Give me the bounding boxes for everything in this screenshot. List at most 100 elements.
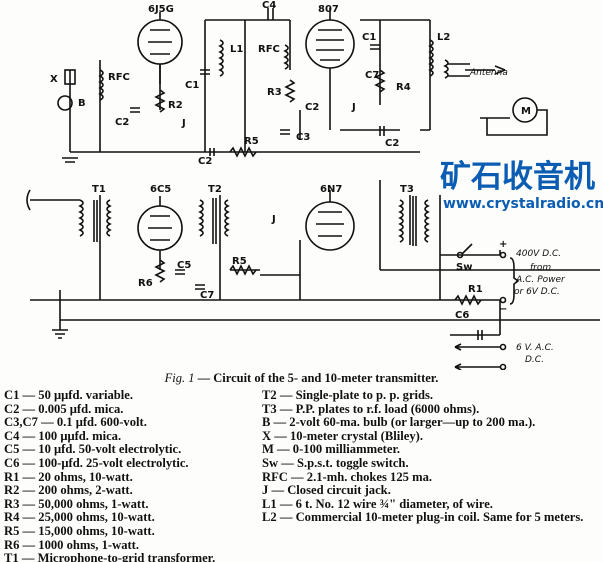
transformer-t1 [78,199,112,242]
label-c5: C5 [177,260,191,271]
watermark: 矿石收音机 www.crystalradio.cn [440,160,603,219]
label-j: J [351,102,356,113]
label-r5: R5 [232,256,247,267]
label-c2: C2 [198,156,212,167]
terminal-plus [499,251,507,259]
part-item: B — 2-volt 60-ma. bulb (or larger—up to … [262,415,536,430]
brace [509,257,520,305]
tube-label: 6J5G [148,4,174,15]
tube-6c5: 6C5 [137,184,183,270]
part-item: L2 — Commercial 10-meter plug-in coil. S… [262,510,584,525]
label-l1: L1 [230,44,243,55]
part-item: R2 — 200 ohms, 2-watt. [4,483,133,498]
coil-l2 [428,39,434,77]
supply-note: from [530,263,551,273]
part-item: T2 — Single-plate to p. p. grids. [262,388,434,402]
filament-note: D.C. [525,355,544,365]
wiring [30,19,600,336]
coil-l1 [218,39,224,77]
part-item: R6 — 1000 ohms, 1-watt. [4,537,140,552]
tube-6n7: 6N7 [305,184,355,251]
label-c2: C2 [305,102,319,113]
part-item: R5 — 15,000 ohms, 10-watt. [4,523,155,538]
label-x: X [50,74,58,85]
label-c2: C2 [115,117,129,128]
part-item: C4 — 100 μμfd. mica. [4,428,122,443]
tube-label: 807 [318,4,339,15]
resistor-r5-bottom [229,264,257,276]
label-m: M [521,106,531,117]
microphone-input [26,189,80,211]
label-c7: C7 [200,290,214,301]
part-item: C2 — 0.005 μfd. mica. [4,401,124,416]
caption-text: — Circuit of the 5- and 10-meter transmi… [194,371,439,385]
label-c1: C1 [185,80,199,91]
part-item: Sw — S.p.s.t. toggle switch. [262,455,409,470]
label-rfc: RFC [108,72,130,83]
part-item: RFC — 2.1-mh. chokes 125 ma. [262,469,433,484]
label-c7: C7 [365,70,379,81]
part-item: T3 — P.P. plates to r.f. load (6000 ohms… [262,401,480,416]
label-minus: − [499,304,507,315]
resistor-r1 [454,294,482,306]
part-item: R1 — 20 ohms, 10-watt. [4,469,133,484]
rfc-top [283,44,289,70]
part-item: R4 — 25,000 ohms, 10-watt. [4,510,155,525]
label-t3: T3 [400,184,414,195]
switch-lever [461,243,473,255]
label-r5: R5 [244,136,259,147]
rfc-left [98,69,104,101]
transformer-t2 [198,198,230,244]
label-c6: C6 [455,310,469,321]
label-t2: T2 [208,184,222,195]
resistor-r3 [284,79,296,103]
arrows [454,65,506,370]
parts-list-right: T2 — Single-plate to p. p. grids. T3 — P… [262,388,602,525]
part-item: X — 10-meter crystal (Bliley). [262,428,423,443]
watermark-logo: 矿石收音机 [440,159,595,195]
bulb-b [57,95,73,111]
label-b: B [78,98,86,109]
part-item: L1 — 6 t. No. 12 wire ¾" diameter, of wi… [262,496,493,511]
terminal-fil-1 [499,343,507,351]
supply-note: or 6V D.C. [514,287,560,297]
part-item: C1 — 50 μμfd. variable. [4,388,134,402]
label-c3: C3 [296,132,310,143]
label-r4: R4 [396,82,411,93]
resistor-r5-top [229,146,257,158]
part-item: R3 — 50,000 ohms, 1-watt. [4,496,149,511]
label-rfc: RFC [258,44,280,55]
label-j: J [271,214,276,225]
supply-note: 400V D.C. [516,249,561,259]
antenna-coupling-coil [443,59,470,79]
capacitors [130,8,483,340]
part-item: M — 0-100 milliammeter. [262,442,401,457]
meter-wiring [480,109,548,136]
part-item: T1 — Microphone-to-grid transformer. [4,551,216,562]
label-c4: C4 [262,0,276,11]
figure-caption: Fig. 1 — Circuit of the 5- and 10-meter … [0,371,603,386]
crystal-x [64,69,76,85]
part-item: C6 — 100-μfd. 25-volt electrolytic. [4,455,189,470]
terminal-fil-2 [499,363,507,370]
label-r6: R6 [138,278,153,289]
label-sw: Sw [456,262,472,273]
label-t1: T1 [92,184,106,195]
figure-number: Fig. 1 [164,371,195,385]
label-r1: R1 [468,284,483,295]
label-r3: R3 [267,87,282,98]
circuit-diagram: 6J5G 807 6C5 6N7 C4 L1 RFC C1 C [26,0,600,370]
label-plus: + [499,239,507,250]
part-item: C3,C7 — 0.1 μfd. 600-volt. [4,415,147,430]
terminal-minus [499,296,507,304]
tube-807: 807 [305,4,355,93]
tube-label: 6C5 [150,184,171,195]
tube-label: 6N7 [320,184,342,195]
watermark-url: www.crystalradio.cn [443,196,603,212]
label-c2: C2 [385,138,399,149]
label-r2: R2 [168,100,183,111]
supply-note: A.C. Power [515,275,566,285]
resistor-r4 [374,69,386,93]
parts-list-left: C1 — 50 μμfd. variable. C2 — 0.005 μfd. … [4,388,259,562]
